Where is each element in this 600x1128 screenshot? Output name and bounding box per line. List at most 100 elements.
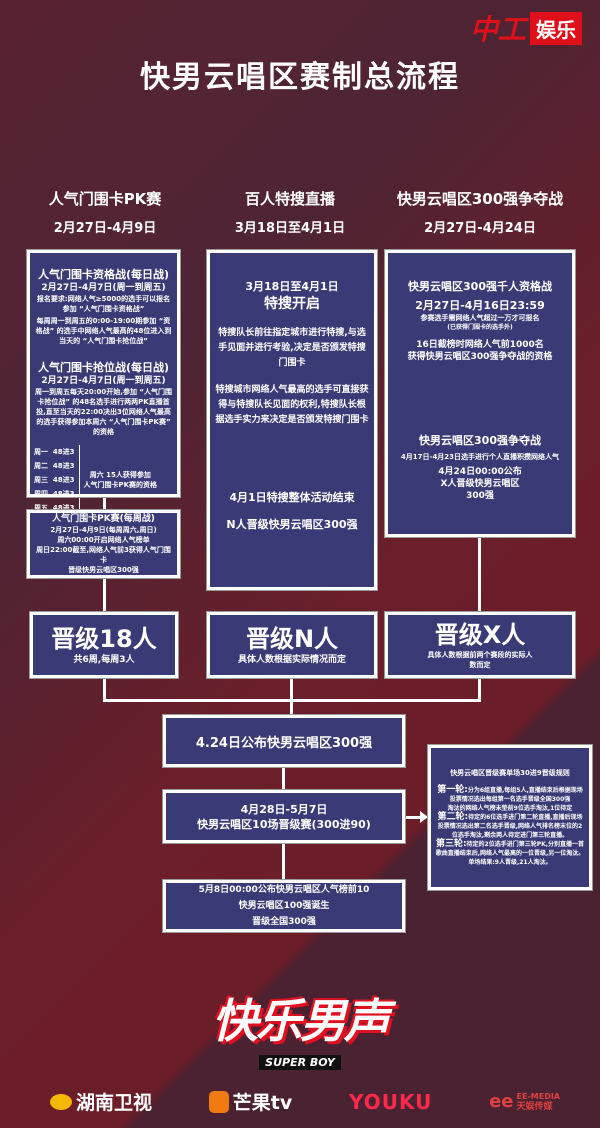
weekday-row: 周四 48进3 <box>34 487 75 501</box>
text: 周一到周五每天20:00开始,参加 “人气门围卡抢位战” 的48名选手进行两两P… <box>35 388 172 436</box>
promote-x-box: 晋级X人 具体人数根据前两个赛段的实际人数而定 <box>384 611 576 679</box>
text: 报名要求:网络人气≥5000的选手可以报名参加 “人气门围卡资格战” <box>36 295 171 313</box>
youku-logo: YOUKU <box>348 1089 433 1114</box>
text: 快男云唱区10场晋级赛(300进90) <box>197 817 371 831</box>
date: 4月28日-5月7日 <box>240 802 328 816</box>
result-text: 单场结果:9人晋级,21人淘汰。 <box>468 859 552 866</box>
partner-name: 芒果tv <box>232 1092 293 1114</box>
column-title: 快男云唱区300强争夺战 <box>396 190 564 208</box>
column-header-2: 百人特搜直播 3月18日至4月1日 <box>190 188 390 236</box>
promote-n-box: 晋级N人 具体人数根据实际情况而定 <box>206 611 378 679</box>
value: 48进3 <box>52 448 75 456</box>
promote-count: 晋级X人 <box>434 621 526 649</box>
value: 48进3 <box>52 476 75 484</box>
super-boy-logo: 快乐男声 SUPER BOY <box>195 985 405 1070</box>
promote-count: 晋级18人 <box>51 625 157 653</box>
brand-logo-box: 娱乐 <box>530 11 583 45</box>
page-title: 快男云唱区赛制总流程 <box>140 60 460 95</box>
end-text: 4月1日特搜整体活动结束 <box>229 491 355 504</box>
heading: 特搜开启 <box>264 296 320 312</box>
ee-icon: ee <box>489 1091 514 1112</box>
text: 特搜城市网络人气最高的选手可直接获得与特搜队长见面的权利,特搜队长根据选手实力来… <box>215 385 369 425</box>
text: 特搜队长前往指定城市进行特搜,与选手见面并进行考验,决定是否颁发特搜门围卡 <box>218 328 366 368</box>
top300-box: 快男云唱区300强千人资格战 2月27日-4月16日23:59 参赛选手需网络人… <box>384 249 576 538</box>
weekday-bracket: 周一 48进3 周二 48进3 周三 48进3 周四 48进3 周五 48进3 … <box>34 445 173 515</box>
date: 2月27日-4月7日(周一到周五) <box>41 283 166 293</box>
text: 周六00:00开启网络人气榜单 <box>57 536 150 544</box>
weekday-row: 周五 48进3 <box>34 501 75 515</box>
rules-box: 快男云唱区晋级赛单场30进9晋级规则 第一轮:分为6组直播,每组5人,直播结束后… <box>427 744 593 891</box>
heading: 人气门围卡抢位战(每日战) <box>37 361 170 374</box>
heading: 人气门围卡资格战(每日战) <box>37 268 170 281</box>
text: 每周周一到周五的0:00-19:00期参加 “资格战” 的选手中网络人气最高的4… <box>35 317 172 345</box>
hunan-tv-logo: 湖南卫视 <box>50 1088 152 1115</box>
text: 16日截榜时网络人气前1000名 <box>416 340 544 350</box>
special-search-box: 3月18日至4月1日 特搜开启 特搜队长前往指定城市进行特搜,与选手见面并进行考… <box>206 249 378 591</box>
text: 4月17日-4月23日选手进行个人直播积攒网络人气 <box>400 453 560 461</box>
column-title: 百人特搜直播 <box>244 190 335 208</box>
round-label: 第三轮: <box>435 839 467 849</box>
value: 48进3 <box>52 504 75 512</box>
column-date: 2月27日-4月9日 <box>53 221 157 236</box>
announce-text: 4.24日公布快男云唱区300强 <box>195 735 373 751</box>
text: 参赛选手需网络人气超过一万才可报名 <box>420 314 540 322</box>
heading: 人气门围卡PK赛(每周战) <box>52 514 155 524</box>
arrow <box>405 816 423 819</box>
logo-en: SUPER BOY <box>259 1055 341 1070</box>
brand-logo-red: 中工 <box>470 13 527 46</box>
heading: 快男云唱区300强千人资格战 <box>408 280 552 293</box>
round-label: 第一轮: <box>437 785 468 795</box>
saturday-text: 周六 15人获得参加 <box>89 471 151 479</box>
round-label: 第二轮: <box>437 812 469 822</box>
hunan-tv-icon <box>50 1093 72 1110</box>
text: 晋级全国300强 <box>252 917 316 927</box>
qualifier-box: 人气门围卡资格战(每日战) 2月27日-4月7日(周一到周五) 报名要求:网络人… <box>26 249 181 515</box>
text: 晋级快男云唱区300强 <box>68 566 139 574</box>
rules-title: 快男云唱区晋级赛单场30进9晋级规则 <box>450 769 570 777</box>
partner-name: EE-MEDIA <box>516 1091 560 1101</box>
text: X人晋级快男云唱区 <box>440 479 520 489</box>
text: (已获得门围卡的选手外) <box>447 324 513 331</box>
top100-box: 5月8日00:00公布快男云唱区人气榜前10 快男云唱区100强诞生 晋级全国3… <box>162 879 406 933</box>
day: 周二 <box>34 462 48 470</box>
connector <box>478 676 481 701</box>
connector <box>282 841 285 881</box>
announce-300-box: 4.24日公布快男云唱区300强 <box>162 714 406 768</box>
text: 获得快男云唱区300强争夺战的资格 <box>407 352 553 362</box>
promote-text: N人晋级快男云唱区300强 <box>226 518 358 531</box>
column-header-1: 人气门围卡PK赛 2月27日-4月9日 <box>5 188 205 236</box>
promotion-round-box: 4月28日-5月7日 快男云唱区10场晋级赛(300进90) <box>162 789 406 844</box>
arrow-head-icon <box>420 811 428 823</box>
column-date: 3月18日至4月1日 <box>234 221 346 236</box>
saturday-text: 人气门围卡PK赛的资格 <box>83 481 158 489</box>
text: 4月24日00:00公布 <box>438 467 522 477</box>
weekday-row: 周二 48进3 <box>34 459 75 473</box>
logo-cn: 快乐男声 <box>212 994 390 1048</box>
date: 2月27日-4月16日23:59 <box>415 299 545 312</box>
weekday-row: 周一 48进3 <box>34 445 75 459</box>
value: 48进3 <box>52 490 75 498</box>
date: 2月27日-4月7日(周一到周五) <box>41 376 166 386</box>
column-title: 人气门围卡PK赛 <box>48 190 162 208</box>
text: 快男云唱区100强诞生 <box>238 901 330 911</box>
partner-name: 天娱传媒 <box>516 1101 553 1112</box>
day: 周三 <box>34 476 48 484</box>
heading: 快男云唱区300强争夺战 <box>419 434 541 447</box>
partner-name: 湖南卫视 <box>76 1092 153 1114</box>
text: 周日22:00截至,网络人气前3获得人气门围卡 <box>36 546 171 564</box>
value: 48进3 <box>52 462 75 470</box>
promote-note: 具体人数根据实际情况而定 <box>237 655 346 665</box>
round-text: 分为6组直播,每组5人,直播结束后根据现场投票情况选出每组第一名选手晋级全国30… <box>449 787 583 803</box>
mango-tv-icon <box>208 1090 229 1113</box>
round-text: 淘汰的网络人气榜未垫前9位选手淘汰,1位待定 <box>447 805 573 812</box>
day: 周四 <box>34 490 48 498</box>
connector <box>282 765 285 791</box>
promote-18-box: 晋级18人 共6周,每周3人 <box>29 611 179 679</box>
round-text: 待定的2位选手进门第三轮PK,分别直播一首歌曲直播结束后,网络人气最高的一位晋级… <box>435 841 585 857</box>
date: 3月18日至4月1日 <box>245 280 339 293</box>
text: 300强 <box>466 491 494 501</box>
mango-tv-logo: 芒果tv <box>208 1088 293 1115</box>
